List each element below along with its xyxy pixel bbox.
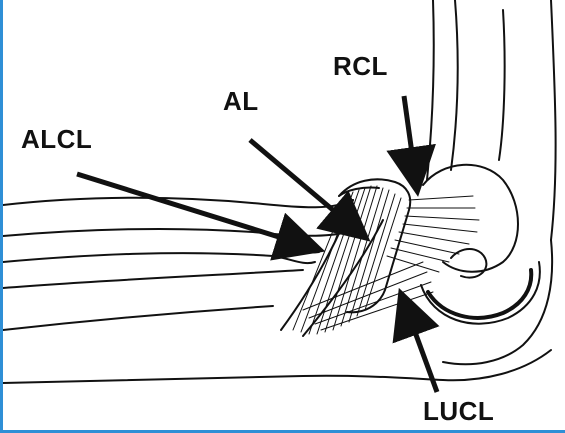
alcl-arrow [77,174,311,247]
trochlea-arc-inner [428,270,531,318]
forearm-bottom-outline [3,376,443,383]
radius-upper [3,253,273,262]
forearm-top-inner [3,229,348,236]
humerus-outline-right [551,0,556,240]
skin-crease [273,256,315,263]
annular-ligament-top [339,187,379,196]
capitellum-outline [423,165,518,272]
elbow-bottom-outline [443,350,551,380]
skin-crease-2 [283,248,319,253]
humerus-shaft-line [499,10,505,160]
label-lucl: LUCL [423,398,494,424]
label-al: AL [223,88,259,114]
olecranon-outline [443,240,552,364]
al-arrow [250,140,359,232]
label-rcl: RCL [333,53,388,79]
ulna-upper [3,306,273,330]
rcl-arrow [404,96,416,182]
radius-lower [3,270,303,288]
label-alcl: ALCL [21,126,92,152]
elbow-ligament-illustration [3,0,565,433]
humerus-outline-left [427,0,434,180]
humerus-outline-inner [451,0,458,170]
